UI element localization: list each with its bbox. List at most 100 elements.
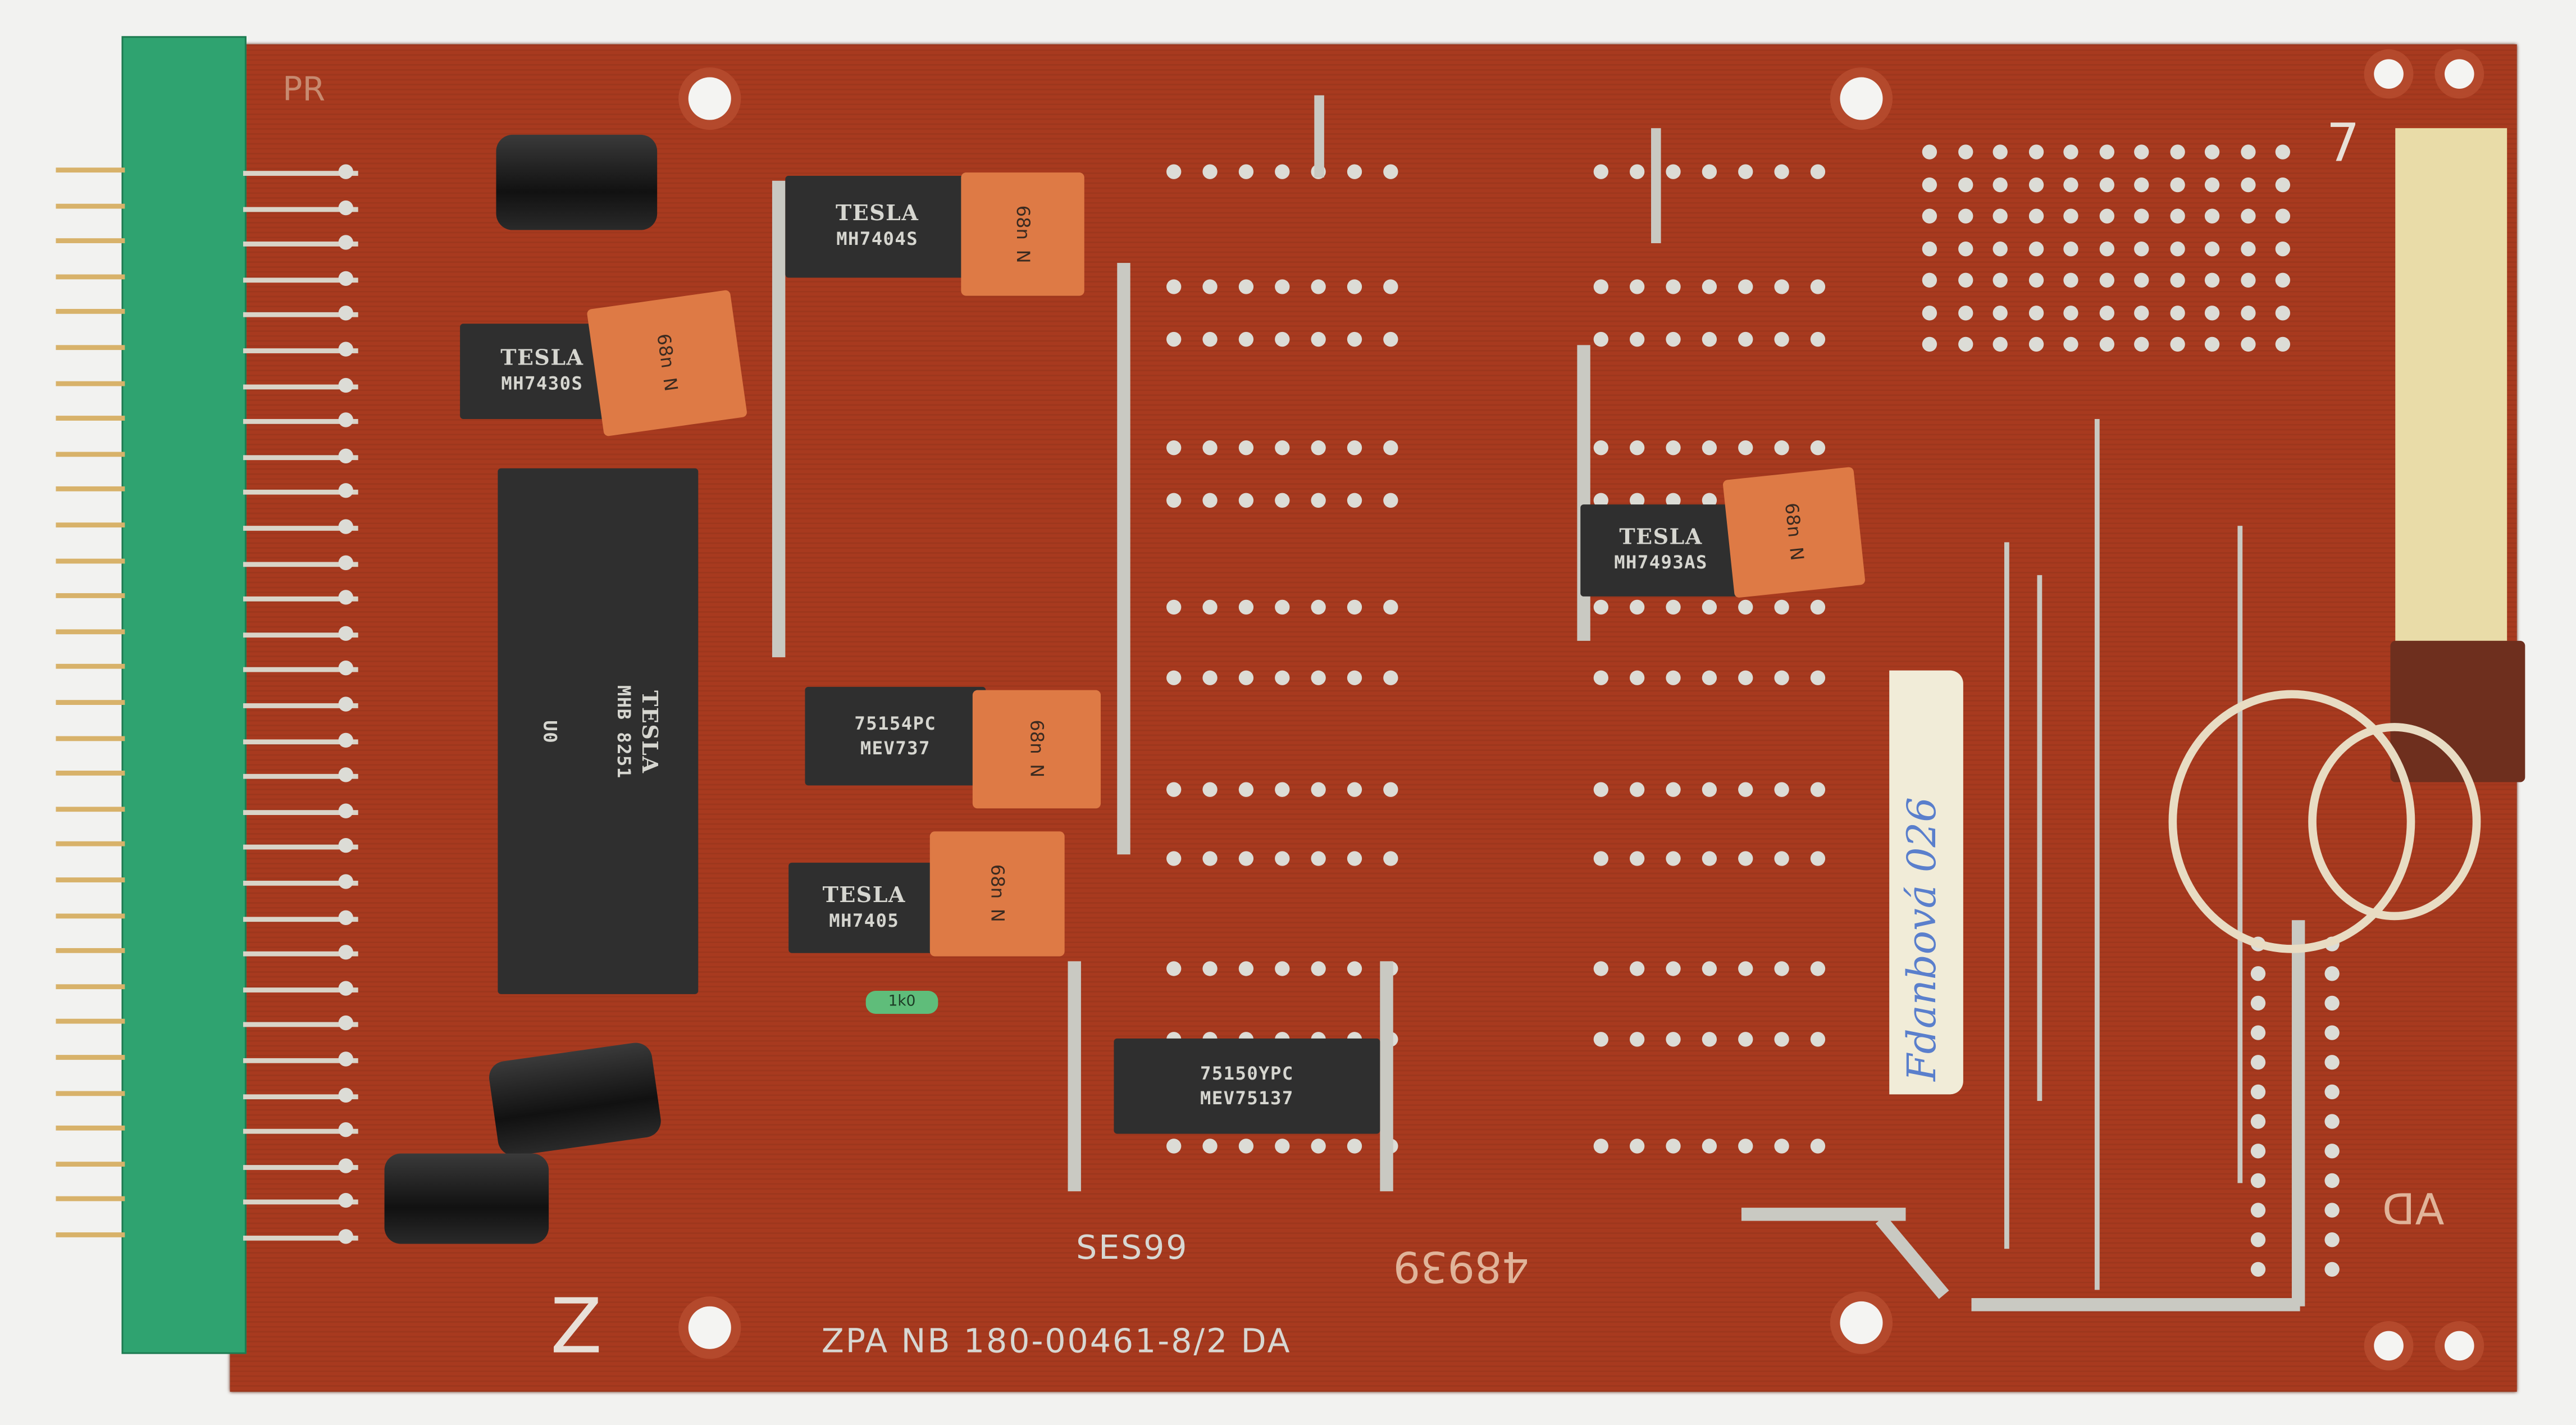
- solder-pad: [1275, 670, 1290, 685]
- finger-trace: [243, 1164, 358, 1170]
- solder-pad: [2324, 1173, 2340, 1189]
- solder-pad: [1702, 1032, 1717, 1047]
- solder-pad: [1810, 961, 1826, 976]
- solder-pad: [2134, 336, 2149, 352]
- gold-pin: [56, 558, 125, 563]
- solder-pad: [2275, 304, 2291, 320]
- gold-pin: [56, 380, 125, 386]
- solder-pad: [338, 519, 353, 534]
- gold-pin: [56, 1090, 125, 1096]
- gold-pin: [56, 451, 125, 457]
- solder-pad: [2099, 144, 2114, 160]
- solder-pad: [1275, 961, 1290, 976]
- solder-pad: [1810, 670, 1826, 685]
- edge-connector: [121, 36, 247, 1354]
- solder-pad: [338, 1051, 353, 1067]
- solder-pad: [2063, 272, 2078, 288]
- chip-part-number: MH7405: [829, 909, 900, 931]
- chip-part-number: MH7430S: [501, 373, 583, 395]
- solder-pad: [1774, 782, 1789, 797]
- solder-pad: [2028, 272, 2043, 288]
- solder-pad: [2134, 176, 2149, 192]
- solder-pad: [1347, 599, 1362, 615]
- solder-pad: [1238, 599, 1254, 615]
- chip-code: MEV75137: [1200, 1087, 1294, 1109]
- power-trace: [1068, 961, 1081, 1191]
- solder-pad: [338, 909, 353, 925]
- finger-trace: [243, 703, 358, 708]
- solder-pad: [1202, 961, 1218, 976]
- finger-trace: [243, 171, 358, 176]
- solder-pad: [1311, 493, 1326, 508]
- finger-trace: [243, 597, 358, 602]
- solder-pad: [1702, 782, 1717, 797]
- solder-pad: [1202, 440, 1218, 456]
- solder-pad: [2324, 1055, 2340, 1070]
- finger-trace: [243, 526, 358, 531]
- solder-pad: [1202, 164, 1218, 179]
- solder-pad: [2204, 336, 2220, 352]
- solder-pad: [338, 1229, 353, 1244]
- solder-pad: [1593, 1139, 1608, 1154]
- solder-pad: [1166, 440, 1182, 456]
- gold-pin: [56, 203, 125, 208]
- solder-pad: [2204, 176, 2220, 192]
- signal-trace: [2037, 575, 2042, 1101]
- gold-pin: [56, 841, 125, 847]
- solder-pad: [1810, 440, 1826, 456]
- gold-pin: [56, 522, 125, 528]
- wire: [2308, 723, 2481, 921]
- solder-pad: [1666, 961, 1681, 976]
- solder-pad: [2028, 208, 2043, 224]
- ic-75150ypc: 75150YPC MEV75137: [1114, 1038, 1380, 1134]
- solder-pad: [1810, 782, 1826, 797]
- solder-pad: [2099, 208, 2114, 224]
- solder-pad: [2134, 272, 2149, 288]
- solder-pad: [1957, 304, 1972, 320]
- mounting-hole: [1840, 77, 1883, 120]
- solder-pad: [1922, 208, 1937, 224]
- solder-pad: [2275, 208, 2291, 224]
- solder-pad: [1774, 670, 1789, 685]
- chip-brand: TESLA: [1619, 526, 1703, 551]
- solder-pad: [338, 412, 353, 428]
- solder-pad: [1629, 440, 1645, 456]
- gold-pin: [56, 664, 125, 670]
- solder-pad: [338, 980, 353, 996]
- solder-pad: [2134, 208, 2149, 224]
- solder-pad: [1202, 670, 1218, 685]
- solder-pad: [338, 377, 353, 392]
- gold-pin: [56, 1126, 125, 1131]
- capacitor-tolerance: N: [1025, 764, 1047, 778]
- solder-pad: [2240, 176, 2255, 192]
- ic-mh7493as: TESLA MH7493AS: [1580, 504, 1741, 597]
- gold-pin: [56, 1055, 125, 1060]
- solder-pad: [338, 448, 353, 463]
- solder-pad: [1593, 1032, 1608, 1047]
- solder-pad: [1702, 1139, 1717, 1154]
- solder-pad: [1383, 599, 1398, 615]
- solder-pad: [1666, 440, 1681, 456]
- mounting-hole: [688, 1306, 731, 1349]
- solder-pad: [1993, 208, 2008, 224]
- finger-trace: [243, 1129, 358, 1135]
- solder-pad: [1774, 440, 1789, 456]
- solder-pad: [1166, 599, 1182, 615]
- solder-pad: [1166, 851, 1182, 866]
- finger-trace: [243, 987, 358, 993]
- solder-pad: [2275, 176, 2291, 192]
- capacitor-tolerance: N: [1785, 547, 1808, 563]
- solder-pad: [1666, 164, 1681, 179]
- solder-pad: [1774, 1032, 1789, 1047]
- solder-pad: [2240, 144, 2255, 160]
- power-trace: [1380, 961, 1393, 1191]
- solder-pad: [2169, 240, 2185, 256]
- solder-pad: [2169, 272, 2185, 288]
- solder-pad: [1238, 440, 1254, 456]
- solder-pad: [2324, 1262, 2340, 1277]
- mounting-hole: [2374, 59, 2404, 89]
- power-trace: [1741, 1208, 1906, 1221]
- power-trace: [1314, 95, 1324, 177]
